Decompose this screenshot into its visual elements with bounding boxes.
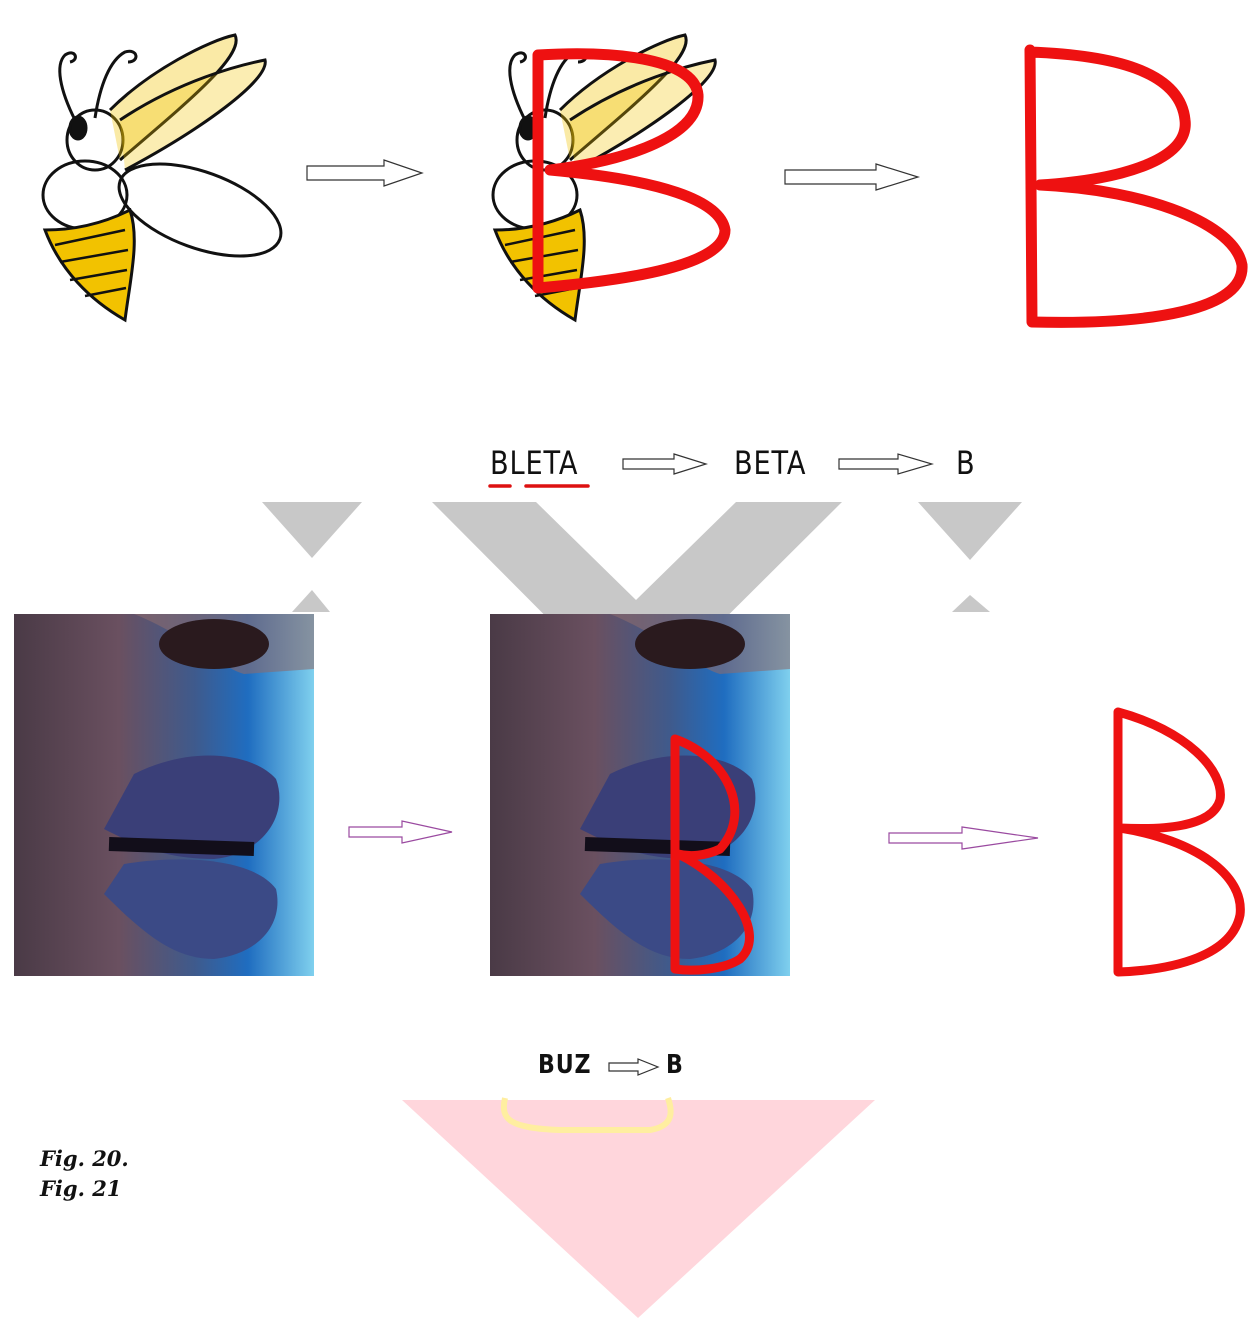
- bleta-underlines: [488, 484, 590, 488]
- lips-photo-1: [14, 614, 314, 976]
- arrow-right-outline-1: [306, 159, 424, 187]
- arrow-right-outline-2: [784, 163, 921, 191]
- caption-fig-21: Fig. 21: [40, 1176, 122, 1201]
- watermark-gray-chevron: [432, 502, 842, 707]
- arrow-right-outline-5: [348, 820, 453, 844]
- red-letter-b-final-1: [1024, 44, 1248, 328]
- lips-photo-2-with-letter: [490, 614, 790, 976]
- red-letter-b-overlay: [532, 48, 731, 294]
- word-b-1: B: [956, 444, 976, 482]
- word-bleta: BLETA: [490, 444, 579, 482]
- watermark-pink-triangle: [402, 1100, 875, 1318]
- watermark-gray-triangle-left: [262, 502, 362, 558]
- red-letter-b-overlay-2: [670, 734, 754, 975]
- caption-fig-20: Fig. 20.: [40, 1146, 129, 1171]
- watermark-gray-stub-left: [292, 590, 330, 612]
- arrow-right-outline-6: [888, 826, 1039, 850]
- watermark-yellow-outline: [500, 1097, 674, 1133]
- red-letter-b-final-2: [1113, 707, 1245, 977]
- watermark-gray-triangle-right: [918, 502, 1022, 560]
- arrow-right-outline-3: [622, 453, 708, 475]
- bee-drawing-2-with-letter: [491, 33, 731, 323]
- word-buz: BUZ: [538, 1050, 592, 1080]
- bee-drawing-1: [41, 33, 283, 323]
- arrow-right-outline-4: [838, 453, 934, 475]
- word-b-2: B: [666, 1050, 684, 1080]
- word-beta: BETA: [734, 444, 807, 482]
- watermark-gray-stub-right: [952, 595, 990, 612]
- arrow-right-outline-7: [608, 1058, 660, 1076]
